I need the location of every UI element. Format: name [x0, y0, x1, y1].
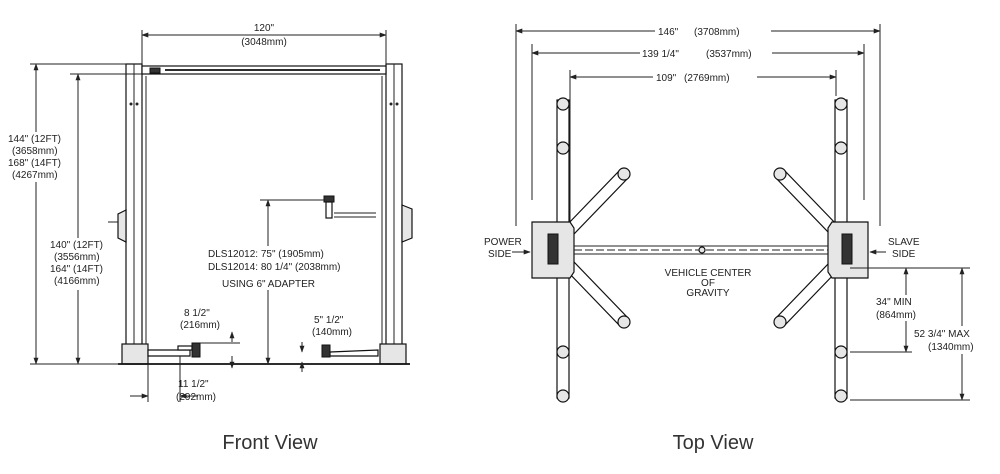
slave-side-label-1: SLAVE: [888, 237, 920, 248]
slave-side-column: [827, 221, 869, 279]
rise-12012: DLS12012: 75" (1905mm): [208, 249, 324, 260]
height-outer-14-in: 168" (14FT): [8, 158, 61, 169]
power-side-column: [531, 221, 575, 279]
min-in: 34" MIN: [876, 297, 912, 308]
top-view: 146" (3708mm) 139 1/4" (3537mm) 109" (27…: [484, 23, 996, 454]
overall-in: 146": [658, 27, 679, 38]
right-column: [385, 63, 413, 365]
max-mm: (1340mm): [928, 342, 974, 353]
height-inner-14-mm: (4166mm): [54, 276, 100, 287]
rise-12014: DLS12014: 80 1/4" (2038mm): [208, 262, 341, 273]
height-inner-in: 140" (12FT): [50, 240, 103, 251]
min-mm: (864mm): [876, 310, 916, 321]
mid-in: 139 1/4": [642, 49, 679, 60]
pad-height-mm: (216mm): [180, 320, 220, 331]
right-base: [379, 343, 407, 365]
overhead-beam: [141, 65, 387, 75]
left-column: [108, 63, 143, 365]
power-side-label-1: POWER: [484, 237, 522, 248]
base-mm: (292mm): [176, 392, 216, 403]
pad-height-in: 8 1/2": [184, 308, 210, 319]
top-view-caption: Top View: [673, 432, 754, 454]
left-arms: [556, 97, 631, 403]
height-outer-mm: (3658mm): [12, 146, 58, 157]
beam-top-view: [574, 245, 828, 255]
front-width-mm: (3048mm): [241, 37, 287, 48]
cg-label-2: OF: [701, 278, 715, 289]
inner-mm: (2769mm): [684, 73, 730, 84]
right-arms: [773, 97, 848, 403]
height-outer-14-mm: (4267mm): [12, 170, 58, 181]
raised-arm-pad: [323, 195, 376, 219]
right-lift-arm: [321, 344, 379, 358]
pad-low-in: 5" 1/2": [314, 315, 344, 326]
front-view-caption: Front View: [222, 432, 318, 454]
left-lift-arm: [147, 342, 201, 358]
height-inner-14-in: 164" (14FT): [50, 264, 103, 275]
base-in: 11 1/2": [178, 379, 209, 390]
slave-side-label-2: SIDE: [892, 249, 916, 260]
inner-in: 109": [656, 73, 677, 84]
max-in: 52 3/4" MAX: [914, 329, 970, 340]
front-view: 120" (3048mm) 144" (12FT) (3658mm) 168" …: [4, 23, 413, 454]
mid-mm: (3537mm): [706, 49, 752, 60]
cg-label-3: GRAVITY: [686, 288, 729, 299]
overall-mm: (3708mm): [694, 27, 740, 38]
adapter-note: USING 6" ADAPTER: [222, 279, 315, 290]
power-side-label-2: SIDE: [488, 249, 512, 260]
cg-label-1: VEHICLE CENTER: [665, 268, 752, 279]
height-inner-mm: (3556mm): [54, 252, 100, 263]
left-base: [121, 343, 149, 365]
height-outer-in: 144" (12FT): [8, 134, 61, 145]
pad-low-mm: (140mm): [312, 327, 352, 338]
front-width-in: 120": [254, 23, 275, 34]
